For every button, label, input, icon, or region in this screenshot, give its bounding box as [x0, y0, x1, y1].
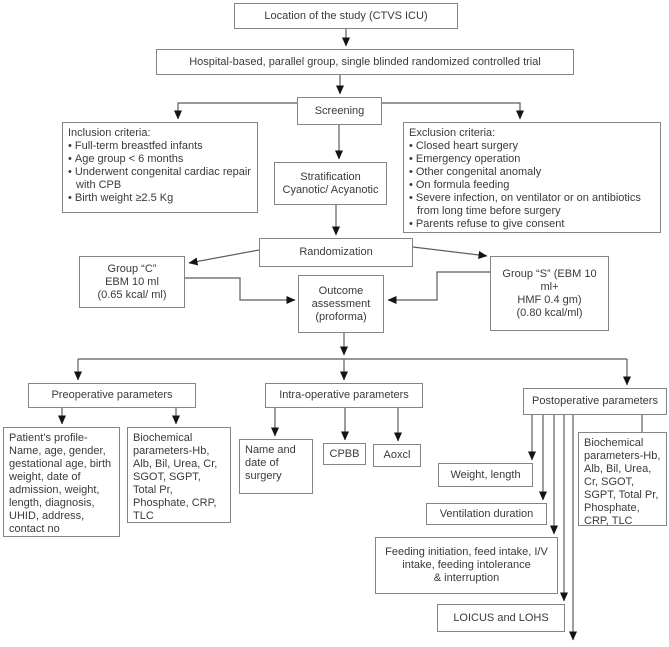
exclusion-item: •Parents refuse to give consent [409, 218, 655, 231]
group-c-line: Group “C” [107, 262, 157, 275]
bullet-glyph: • [409, 192, 413, 204]
biochemical-preop-box: Biochemical parameters-Hb, Alb, Bil, Ure… [127, 427, 231, 523]
cpbb-text: CPBB [329, 447, 360, 460]
group-s-line: Group “S” (EBM 10 ml+ [502, 267, 597, 293]
exclusion-item-text: On formula feeding [415, 179, 510, 191]
postoperative-text: Postoperative parameters [532, 395, 658, 407]
exclusion-item: •On formula feeding [409, 179, 655, 192]
exclusion-item-text: Emergency operation [415, 153, 521, 165]
intraoperative-parameters-box: Intra-operative parameters [265, 383, 423, 408]
feeding-box: Feeding initiation, feed intake, I/V int… [375, 537, 558, 594]
outcome-line: Outcome [318, 284, 364, 297]
group-c-line: (0.65 kcal/ ml) [97, 288, 167, 301]
bullet-glyph: • [409, 179, 413, 191]
screening-text: Screening [314, 104, 365, 117]
aoxcl-box: Aoxcl [373, 444, 421, 467]
bullet-glyph: • [409, 218, 413, 230]
postoperative-parameters-box: Postoperative parameters [523, 388, 667, 415]
arrow-group-c-to-outcome [185, 277, 296, 304]
group-c-line: EBM 10 ml [105, 275, 159, 288]
group-c-box: Group “C” EBM 10 ml (0.65 kcal/ ml) [79, 256, 185, 308]
outcome-assessment-box: Outcome assessment (proforma) [298, 275, 384, 333]
exclusion-item: •Closed heart surgery [409, 140, 655, 153]
inclusion-item-text: Underwent congenital cardiac repair with… [74, 166, 251, 191]
randomization-box: Randomization [259, 238, 413, 267]
cpbb-box: CPBB [323, 443, 366, 465]
bullet-glyph: • [68, 140, 72, 152]
name-date-surgery-text: Name and date of surgery [245, 444, 296, 482]
loicus-lohs-box: LOICUS and LOHS [437, 604, 565, 632]
name-date-surgery-box: Name and date of surgery [239, 439, 313, 494]
exclusion-item: •Emergency operation [409, 153, 655, 166]
patient-profile-text: Patient’s profile-Name, age, gender, ges… [9, 432, 112, 535]
feeding-line: & interruption [433, 572, 500, 584]
weight-length-text: Weight, length [450, 468, 521, 481]
exclusion-item-text: Severe infection, on ventilator or on an… [415, 192, 641, 217]
exclusion-item: •Other congenital anomaly [409, 166, 655, 179]
bullet-glyph: • [409, 153, 413, 165]
randomization-text: Randomization [299, 246, 373, 258]
group-s-line: HMF 0.4 gm) [517, 293, 582, 306]
group-s-box: Group “S” (EBM 10 ml+ HMF 0.4 gm) (0.80 … [490, 256, 609, 331]
arrow-randomization-to-group-s [412, 246, 488, 259]
inclusion-item: •Birth weight ≥2.5 Kg [68, 192, 252, 205]
trial-design-box: Hospital-based, parallel group, single b… [156, 49, 574, 75]
inclusion-item-text: Full-term breastfed infants [74, 140, 203, 152]
arrow-screening-to-inclusion [174, 102, 297, 120]
bullet-glyph: • [68, 153, 72, 165]
trial-design-text: Hospital-based, parallel group, single b… [189, 55, 541, 68]
exclusion-item-text: Other congenital anomaly [415, 166, 542, 178]
bullet-glyph: • [409, 166, 413, 178]
inclusion-item-text: Birth weight ≥2.5 Kg [74, 192, 174, 204]
ventilation-duration-box: Ventilation duration [426, 503, 547, 525]
feeding-line: intake, feeding intolerance [402, 559, 531, 571]
inclusion-item: •Full-term breastfed infants [68, 140, 252, 153]
biochemical-postop-box: Biochemical parameters-Hb, Alb, Bil, Ure… [578, 432, 667, 527]
ventilation-duration-text: Ventilation duration [439, 507, 534, 520]
bullet-glyph: • [409, 140, 413, 152]
group-s-line: (0.80 kcal/ml) [516, 306, 583, 319]
biochemical-postop-text: Biochemical parameters-Hb, Alb, Bil, Ure… [584, 437, 661, 527]
exclusion-title: Exclusion criteria: [409, 127, 496, 139]
inclusion-criteria-box: Inclusion criteria: •Full-term breastfed… [62, 122, 258, 213]
patient-profile-box: Patient’s profile-Name, age, gender, ges… [3, 427, 120, 537]
stratification-box: Stratification Cyanotic/ Acyanotic [274, 162, 387, 205]
weight-length-box: Weight, length [438, 463, 533, 487]
aoxcl-text: Aoxcl [383, 449, 411, 461]
arrow-randomization-to-group-c [188, 249, 260, 266]
exclusion-item-text: Closed heart surgery [415, 140, 518, 152]
exclusion-item: •Severe infection, on ventilator or on a… [409, 192, 655, 218]
intraoperative-text: Intra-operative parameters [279, 389, 409, 401]
inclusion-item: •Underwent congenital cardiac repair wit… [68, 166, 252, 192]
feeding-line: Feeding initiation, feed intake, I/V [385, 546, 548, 558]
exclusion-item-text: Parents refuse to give consent [415, 218, 565, 230]
bullet-glyph: • [68, 166, 72, 178]
location-box: Location of the study (CTVS ICU) [234, 3, 458, 29]
biochemical-preop-text: Biochemical parameters-Hb, Alb, Bil, Ure… [133, 432, 218, 522]
preoperative-parameters-box: Preoperative parameters [28, 383, 196, 408]
preoperative-text: Preoperative parameters [51, 389, 173, 401]
inclusion-title: Inclusion criteria: [68, 127, 151, 139]
loicus-lohs-text: LOICUS and LOHS [453, 611, 549, 624]
screening-box: Screening [297, 97, 382, 125]
location-text: Location of the study (CTVS ICU) [264, 9, 428, 22]
outcome-line: (proforma) [315, 310, 367, 323]
inclusion-item: •Age group < 6 months [68, 153, 252, 166]
arrow-screening-to-exclusion [382, 102, 524, 120]
stratification-line: Cyanotic/ Acyanotic [282, 183, 379, 196]
stratification-line: Stratification [300, 170, 361, 183]
exclusion-criteria-box: Exclusion criteria: •Closed heart surger… [403, 122, 661, 233]
outcome-line: assessment [311, 297, 371, 310]
arrow-group-s-to-outcome [387, 271, 490, 304]
bullet-glyph: • [68, 192, 72, 204]
inclusion-item-text: Age group < 6 months [74, 153, 184, 165]
